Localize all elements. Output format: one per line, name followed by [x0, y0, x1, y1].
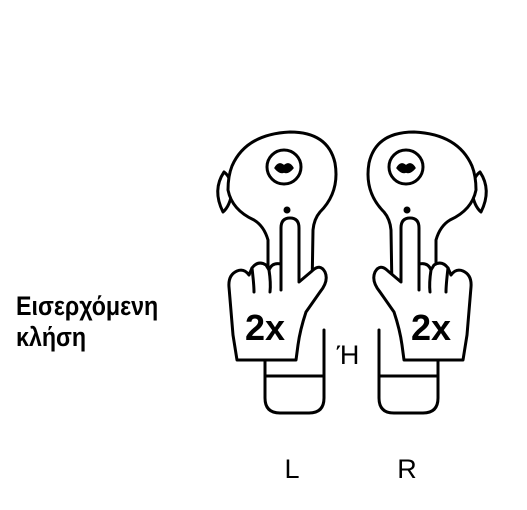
left-side-label: L — [284, 454, 299, 484]
hand-double-tap-icon — [227, 216, 328, 362]
or-separator: Ή — [336, 340, 360, 370]
caption-line-2: κλήση — [16, 322, 87, 352]
logo-icon — [265, 148, 303, 186]
left-tap-count: 2x — [245, 307, 285, 348]
logo-icon — [387, 148, 425, 186]
earbud-right-icon — [366, 130, 488, 415]
hand-double-tap-icon — [372, 216, 473, 362]
right-tap-count: 2x — [411, 307, 451, 348]
caption-line-1: Εισερχόμενη — [16, 291, 159, 321]
right-side-label: R — [397, 454, 417, 484]
instruction-caption: Εισερχόμενη κλήση — [16, 291, 158, 353]
